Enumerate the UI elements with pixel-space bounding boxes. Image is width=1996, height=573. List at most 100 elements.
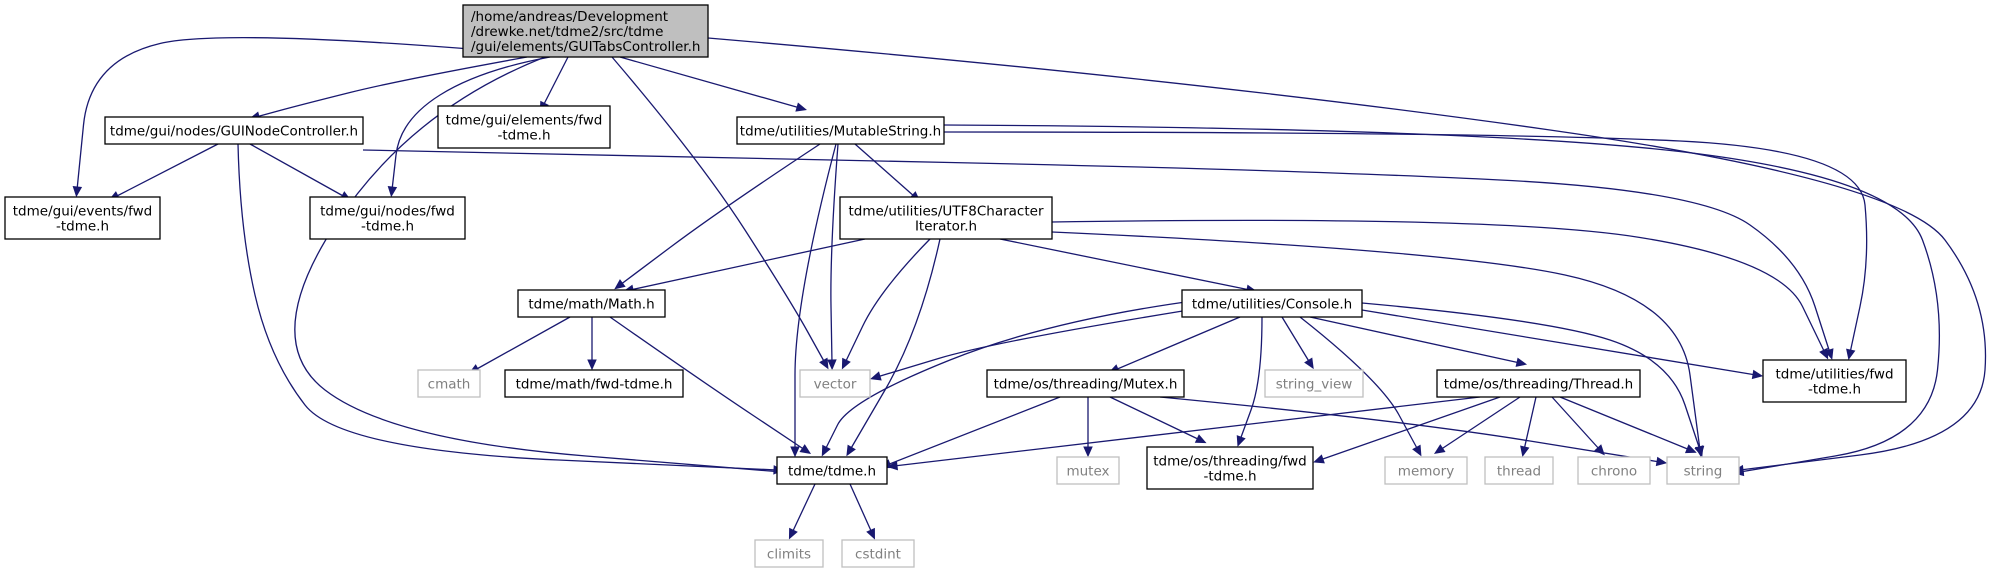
node-box	[4, 196, 161, 240]
edge-utf8-to-utilfwd	[1051, 219, 1829, 360]
edge-arrowhead	[1412, 444, 1422, 457]
node-root[interactable]: /home/andreas/Development/drewke.net/tdm…	[462, 4, 709, 58]
node-box	[1384, 456, 1468, 485]
node-layer: /home/andreas/Development/drewke.net/tdm…	[4, 4, 1907, 568]
edge-line	[474, 316, 571, 371]
node-label: -tdme.h	[1203, 469, 1256, 485]
edge-line	[1281, 316, 1311, 364]
node-label: tdme/gui/events/fwd	[13, 204, 152, 220]
node-label: tdme/utilities/Console.h	[1192, 297, 1352, 313]
node-box	[437, 105, 611, 149]
edge-line	[611, 56, 826, 364]
edge-arrowhead	[1594, 444, 1605, 456]
node-utilfwd[interactable]: tdme/utilities/fwd-tdme.h	[1762, 359, 1907, 403]
node-label: tdme/os/threading/fwd	[1153, 454, 1307, 470]
edge-console-to-vector	[870, 304, 1221, 381]
node-mutstr[interactable]: tdme/utilities/MutableString.h	[736, 116, 945, 145]
node-nodectl[interactable]: tdme/gui/nodes/GUINodeController.h	[104, 116, 364, 145]
edge-arrowhead	[1515, 357, 1528, 367]
edge-line	[999, 238, 1251, 291]
edge-root-to-nodesfwd	[387, 56, 551, 198]
node-label: tdme/utilities/fwd	[1775, 367, 1893, 383]
edge-arrowhead	[1083, 446, 1093, 458]
edge-line	[294, 56, 783, 473]
node-box	[1056, 456, 1120, 485]
edge-line	[943, 131, 1868, 354]
node-elemfwd[interactable]: tdme/gui/elements/fwd-tdme.h	[437, 105, 611, 149]
node-box	[517, 289, 666, 318]
node-box	[1762, 359, 1907, 403]
edge-line	[1439, 396, 1521, 451]
edge-tdme-to-cstdint	[849, 483, 875, 540]
edge-nodectl-to-tdme	[237, 143, 785, 475]
edge-line	[76, 37, 567, 191]
node-math[interactable]: tdme/math/Math.h	[517, 289, 666, 318]
node-threadfwd[interactable]: tdme/os/threading/fwd-tdme.h	[1146, 446, 1314, 490]
node-mutex_h[interactable]: tdme/os/threading/Mutex.h	[986, 369, 1185, 398]
edge-mutstr-to-utilfwd	[943, 131, 1868, 361]
node-box	[1666, 456, 1740, 485]
edge-layer	[72, 37, 1987, 540]
edge-utf8-to-vector	[841, 238, 931, 370]
edge-arrowhead	[870, 371, 882, 381]
edge-line	[362, 149, 1831, 354]
node-label: tdme/os/threading/Thread.h	[1444, 377, 1633, 393]
node-box	[841, 539, 915, 568]
edge-line	[849, 483, 873, 534]
node-cmath[interactable]: cmath	[417, 369, 481, 398]
edge-utf8-to-string	[1051, 231, 1705, 458]
node-label: tdme/utilities/UTF8Character	[848, 204, 1043, 220]
edge-line	[1109, 396, 1201, 441]
edge-line	[1299, 316, 1419, 451]
edge-tdme-to-climits	[788, 483, 816, 540]
node-nodesfwd[interactable]: tdme/gui/nodes/fwd-tdme.h	[309, 196, 466, 240]
edge-arrowhead	[587, 359, 597, 371]
edge-line	[255, 56, 528, 118]
node-tdme[interactable]: tdme/tdme.h	[776, 456, 888, 485]
node-string[interactable]: string	[1666, 456, 1740, 485]
node-climits[interactable]: climits	[754, 539, 824, 568]
edge-line	[886, 396, 1061, 466]
edge-nodectl-to-utilfwd	[362, 149, 1834, 360]
node-mutex[interactable]: mutex	[1056, 456, 1120, 485]
node-chrono[interactable]: chrono	[1577, 456, 1651, 485]
edge-thread_h-to-string	[1559, 396, 1697, 454]
edge-utf8-to-math	[622, 238, 866, 294]
edge-arrowhead	[1194, 434, 1207, 444]
node-label: string_view	[1276, 377, 1353, 393]
node-cstdint[interactable]: cstdint	[841, 539, 915, 568]
node-evfwd[interactable]: tdme/gui/events/fwd-tdme.h	[4, 196, 161, 240]
node-memory[interactable]: memory	[1384, 456, 1468, 485]
node-label: /drewke.net/tdme2/src/tdme	[471, 24, 663, 40]
edge-thread_h-to-memory	[1433, 396, 1521, 454]
node-label: tdme/os/threading/Mutex.h	[994, 377, 1178, 393]
node-thread[interactable]: thread	[1484, 456, 1554, 485]
node-vector[interactable]: vector	[799, 369, 871, 398]
node-label: /home/andreas/Development	[471, 9, 668, 25]
node-mathfwd[interactable]: tdme/math/fwd-tdme.h	[504, 369, 684, 398]
edge-line	[629, 238, 866, 291]
edge-mutstr-to-tdme	[790, 143, 837, 458]
edge-arrowhead	[790, 446, 800, 458]
node-label: thread	[1497, 464, 1541, 480]
edge-console-to-tdme	[821, 299, 1201, 457]
edge-nodectl-to-nodesfwd	[249, 143, 352, 201]
edge-arrowhead	[827, 359, 837, 371]
edge-console-to-mutex_h	[1108, 316, 1241, 374]
node-label: cmath	[428, 377, 471, 393]
edge-line	[1051, 219, 1826, 354]
edge-arrowhead	[841, 357, 851, 370]
node-box	[504, 369, 684, 398]
node-string_view[interactable]: string_view	[1264, 369, 1364, 398]
node-label: tdme/gui/elements/fwd	[446, 113, 603, 129]
node-console[interactable]: tdme/utilities/Console.h	[1181, 289, 1363, 318]
edge-mutstr-to-math	[614, 143, 821, 290]
edge-arrowhead	[1236, 435, 1246, 447]
node-box	[754, 539, 824, 568]
node-thread_h[interactable]: tdme/os/threading/Thread.h	[1436, 369, 1641, 398]
edge-arrowhead	[799, 444, 812, 455]
edge-mutstr-to-utf8	[854, 143, 921, 202]
edge-console-to-utilfwd	[1361, 309, 1764, 380]
node-box	[986, 369, 1185, 398]
